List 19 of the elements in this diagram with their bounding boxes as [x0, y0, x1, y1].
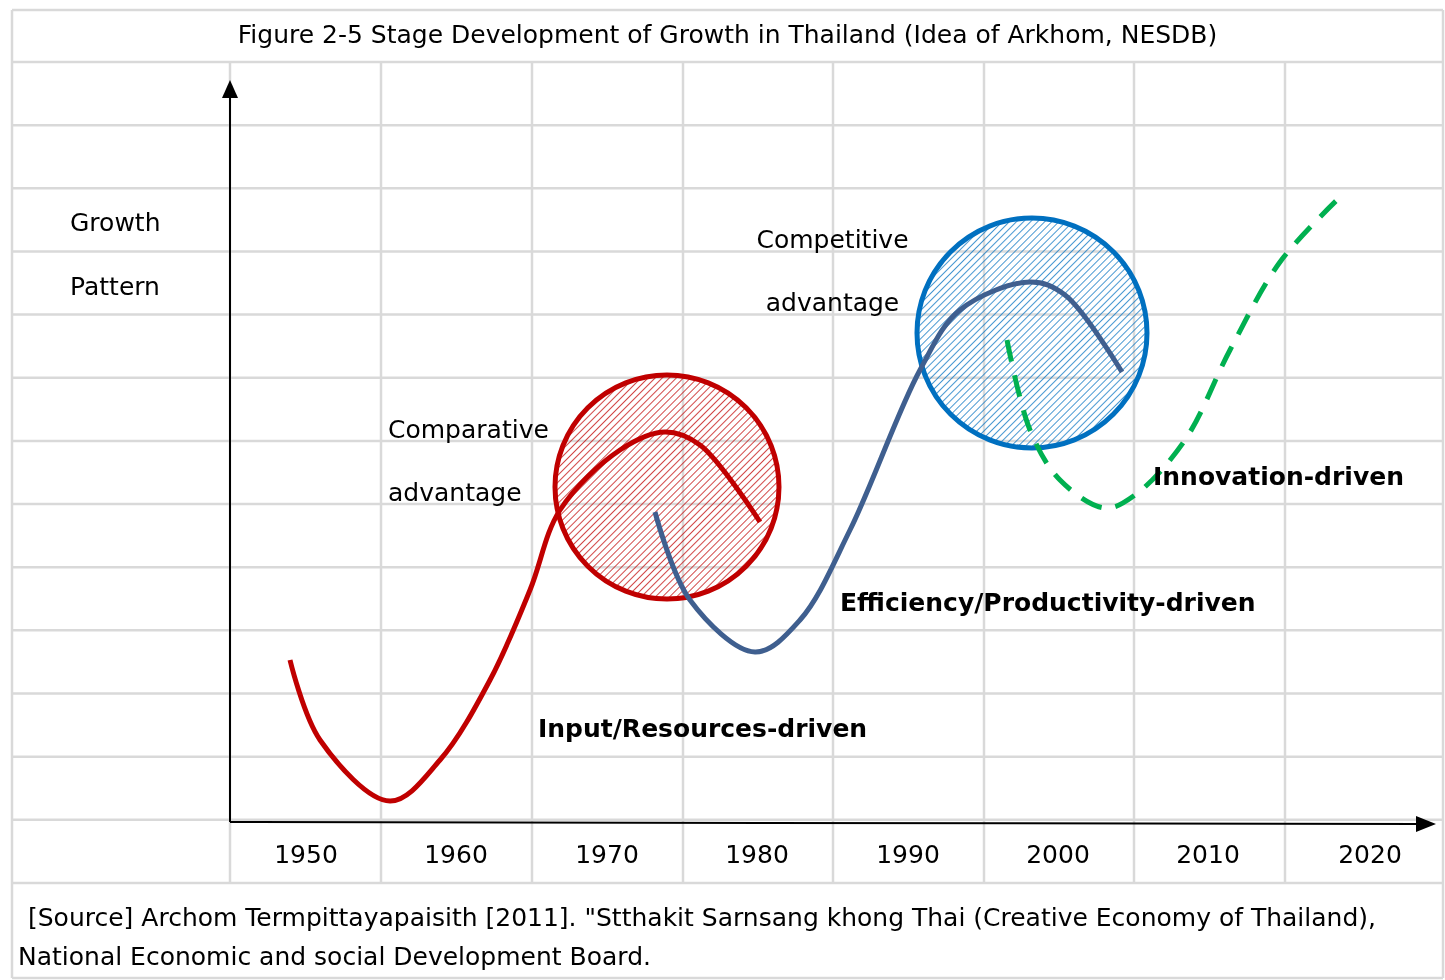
year-label: 2020: [1338, 840, 1402, 870]
stage-label: Efficiency/Productivity-driven: [840, 588, 1256, 618]
year-label: 2000: [1026, 840, 1090, 870]
year-label: 1990: [876, 840, 940, 870]
stage-label: Innovation-driven: [1153, 462, 1404, 492]
year-label: 1950: [274, 840, 338, 870]
axis-title: Growth: [70, 208, 161, 238]
year-label: 2010: [1176, 840, 1240, 870]
stage-label: Input/Resources-driven: [538, 714, 868, 744]
figure-title: Figure 2-5 Stage Development of Growth in Thailand (Idea of Arkhom, NESDB): [236, 20, 1219, 50]
year-label: 1970: [575, 840, 639, 870]
year-label: 1960: [424, 840, 488, 870]
hatched-circle: [914, 215, 1150, 451]
hatched-circle: [552, 372, 782, 602]
stage-annotation: Competitive advantage: [755, 224, 910, 319]
axis-title: Pattern: [70, 272, 160, 302]
source-caption: [Source] Archom Termpittayapaisith [2011]. "Stthakit Sarnsang khong Thai (Creative Economy of Thailand), National Economic and social Development Board.: [18, 902, 1377, 973]
year-label: 1980: [725, 840, 789, 870]
stage-annotation: Comparative advantage: [388, 414, 550, 509]
